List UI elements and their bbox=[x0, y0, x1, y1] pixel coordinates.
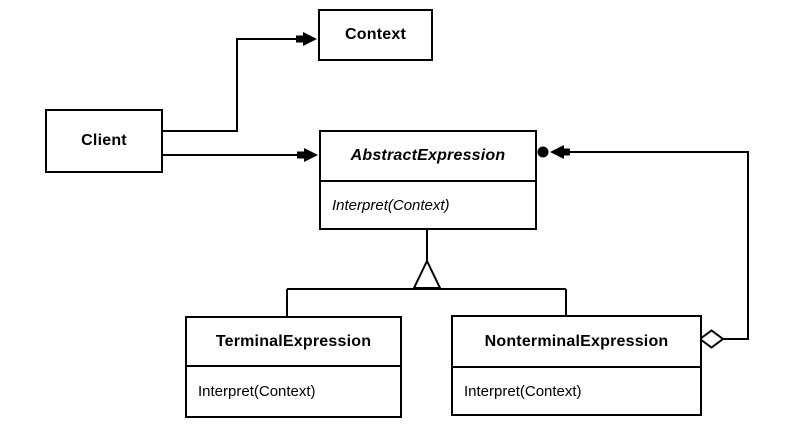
method-interpret-nonterminal: Interpret(Context) bbox=[453, 366, 700, 414]
client-to-context-association bbox=[163, 32, 317, 132]
generalization-connector bbox=[286, 230, 567, 317]
class-box-terminal-expression: TerminalExpression Interpret(Context) bbox=[185, 316, 402, 418]
aggregation-connector bbox=[537, 145, 749, 349]
class-name-terminal-expression: TerminalExpression bbox=[215, 332, 372, 350]
class-box-nonterminal-expression: NonterminalExpression Interpret(Context) bbox=[451, 315, 702, 416]
client-to-abstractexpression-association bbox=[163, 148, 318, 162]
inheritance-triangle-icon bbox=[412, 258, 442, 289]
class-box-client: Client bbox=[45, 109, 163, 173]
solid-arrowhead-icon bbox=[297, 148, 318, 162]
aggregation-diamond-icon bbox=[698, 329, 725, 349]
solid-arrowhead-icon bbox=[550, 145, 570, 159]
solid-arrowhead-icon bbox=[296, 32, 317, 46]
multiplicity-many-dot-icon bbox=[537, 146, 549, 158]
class-name-abstract-expression: AbstractExpression bbox=[350, 147, 506, 164]
class-name-context: Context bbox=[345, 26, 406, 43]
aggregation-line bbox=[564, 151, 749, 340]
class-box-context: Context bbox=[318, 9, 433, 61]
class-name-client: Client bbox=[81, 132, 127, 149]
class-name-nonterminal-expression: NonterminalExpression bbox=[484, 332, 669, 350]
association-line bbox=[163, 38, 302, 132]
method-interpret-terminal: Interpret(Context) bbox=[187, 365, 400, 416]
class-box-abstract-expression: AbstractExpression Interpret(Context) bbox=[319, 130, 537, 230]
method-interpret-abstract: Interpret(Context) bbox=[321, 180, 535, 228]
